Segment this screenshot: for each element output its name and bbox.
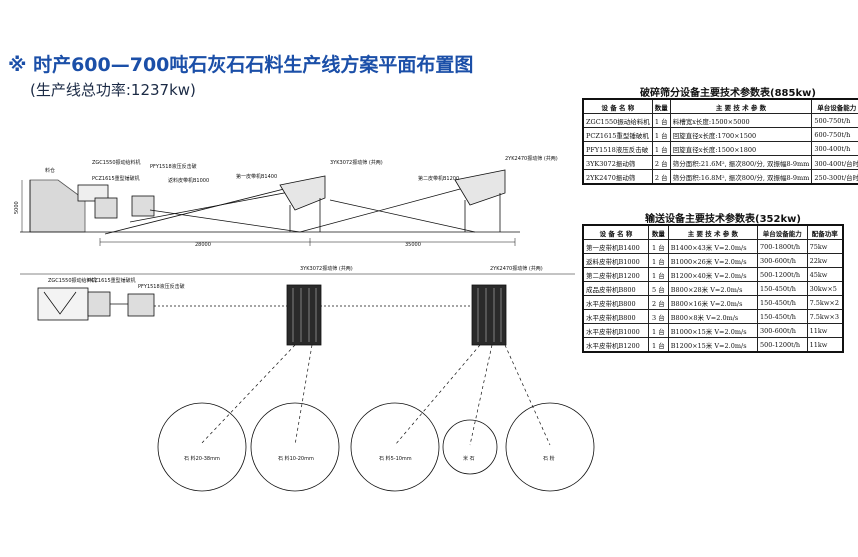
page-title: ※ 时产600—700吨石灰石石料生产线方案平面布置图 (8, 54, 474, 76)
table-cell: 2 台 (651, 169, 671, 185)
table-cell: 第一皮带机B1400 (582, 239, 649, 254)
plan-impact (127, 293, 155, 317)
plan-feeder (37, 287, 89, 321)
table-cell: 11kw (806, 337, 844, 353)
screen2-machine (454, 169, 506, 206)
dim-35000: 35000 (405, 242, 421, 248)
table-cell: 2YK2470振动筛 (582, 169, 653, 185)
label-impact: PFY1518液压反击破 (150, 163, 197, 170)
conveying-equipment-table: 设 备 名 称数量主 要 技 术 参 数单台设备能力配备功率 第一皮带机B140… (582, 224, 844, 353)
label-silo: 料仓 (45, 167, 55, 174)
table-cell: 水平皮带机B1200 (582, 337, 649, 353)
impact-crusher-machine (131, 195, 155, 217)
table-cell: 筛分面积:16.8M², 振次800/分, 双振幅8-9mm (669, 169, 813, 185)
plan-label-screen2: 2YK2470振动筛 (共两) (490, 265, 543, 272)
silo-mound (29, 179, 86, 233)
table-cell: 300-600t/h (756, 323, 808, 338)
elevation-labels: 料仓 ZGC1550振动给料机 PCZ1615重型锤破机 PFY1518液压反击… (14, 155, 558, 248)
table-cell: B1200×15米 V=2.0m/s (667, 337, 758, 353)
table-cell: 250-300t/台时 (811, 169, 858, 185)
plan-label-impact: PFY1518液压反击破 (138, 283, 185, 290)
table-cell: B1000×15米 V=2.0m/s (667, 323, 758, 338)
pile-label-3: 石 料5-10mm (379, 455, 412, 462)
crushing-table-caption: 破碎筛分设备主要技术参数表(885kw) (640, 88, 816, 99)
table-cell: 300-400t/台时 (811, 155, 858, 170)
page-subtitle: (生产线总功率:1237kw) (30, 81, 196, 99)
plan-screen1 (286, 284, 322, 346)
stockpile-2 (250, 402, 340, 492)
plan-screen2 (471, 284, 507, 346)
table-header-row: 设 备 名 称数量主 要 技 术 参 数单台设备能力配备功率 (582, 224, 844, 240)
table-cell: 2 台 (651, 155, 671, 170)
conveying-table-caption: 输送设备主要技术参数表(352kw) (645, 214, 801, 225)
second-belt-line (299, 184, 476, 233)
elevation-view (20, 169, 520, 246)
label-second-belt: 第二皮带机B1200 (418, 175, 459, 182)
table-cell: B800×8米 V=2.0m/s (667, 309, 758, 324)
plan-label-hammer: PCZ1615重型锤破机 (88, 277, 136, 284)
label-screen2: 2YK2470振动筛 (共两) (505, 155, 558, 162)
return-belt-line (149, 209, 301, 233)
stockpile-4 (442, 419, 498, 475)
plan-hammer (87, 291, 111, 317)
pile-label-4: 米 石 (463, 455, 475, 462)
pile-label-2: 石 料10-20mm (278, 455, 314, 462)
hammer-crusher-machine (94, 197, 118, 219)
label-first-belt: 第一皮带机B1400 (236, 173, 277, 180)
label-return-belt: 返料皮带机B1000 (168, 177, 209, 184)
stockpile-5 (505, 402, 595, 492)
plan-label-screen1: 3YK3072振动筛 (共两) (300, 265, 353, 272)
pile-label-1: 石 料20-38mm (184, 455, 220, 462)
feeder-machine (77, 184, 109, 202)
table-cell: 11kw (806, 323, 844, 338)
stockpile-1 (157, 402, 247, 492)
table-cell: 1 台 (647, 337, 669, 353)
dim-5000: 5000 (14, 201, 20, 214)
screen1-machine (279, 175, 326, 211)
plan-labels: ZGC1550振动给料机 PCZ1615重型锤破机 PFY1518液压反击破 3… (48, 265, 555, 462)
label-feeder: ZGC1550振动给料机 (92, 159, 141, 166)
label-hammer: PCZ1615重型锤破机 (92, 175, 140, 182)
pile-label-5: 石 粉 (543, 455, 555, 462)
dim-28000: 28000 (195, 242, 211, 248)
plan-label-feeder: ZGC1550振动给料机 (48, 277, 97, 284)
first-belt-line (104, 184, 301, 235)
table-cell: 筛分面积:21.6M², 振次800/分, 双振幅8-9mm (669, 155, 813, 170)
label-screen1: 3YK3072振动筛 (共两) (330, 159, 383, 166)
table-cell: 3YK3072振动筛 (582, 155, 653, 170)
stockpile-3 (350, 402, 440, 492)
plan-view (20, 273, 595, 492)
table-cell: 水平皮带机B1000 (582, 323, 649, 338)
